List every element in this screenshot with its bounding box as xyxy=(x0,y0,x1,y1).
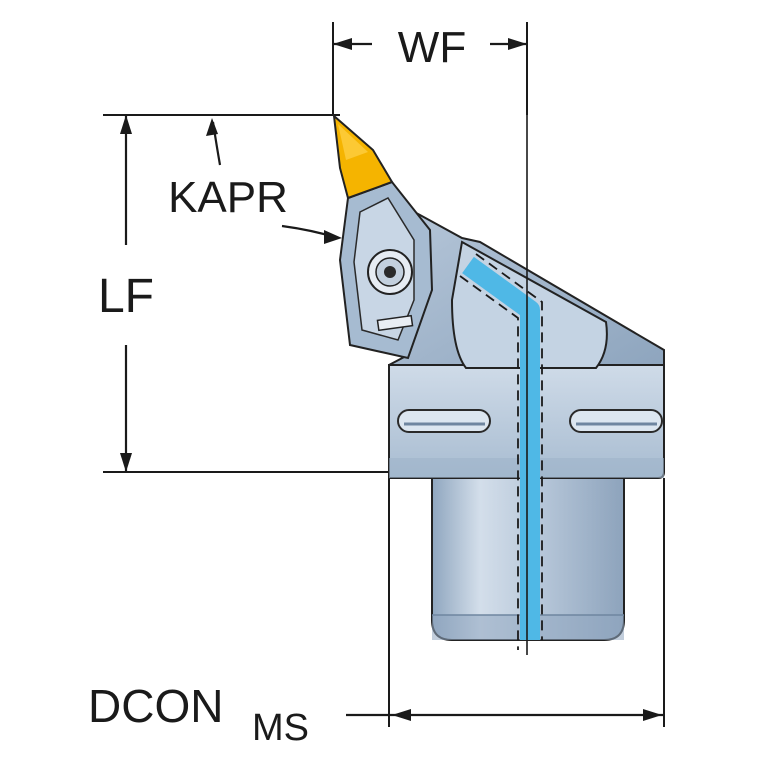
dcon-label: DCON xyxy=(88,680,223,732)
lf-dimension: LF xyxy=(98,115,154,472)
wf-label: WF xyxy=(398,23,466,72)
cutting-insert xyxy=(332,113,394,200)
extension-lines xyxy=(103,22,665,727)
kapr-label: KAPR xyxy=(168,173,288,222)
wf-dimension: WF xyxy=(333,23,527,72)
slot-right xyxy=(569,409,663,433)
clamp-screw-icon xyxy=(367,249,413,295)
slot-left xyxy=(397,409,491,433)
dcon-subscript: MS xyxy=(252,707,309,749)
dcon-dimension: DCON MS xyxy=(88,680,664,749)
coolant-channel xyxy=(459,253,543,650)
kapr-annotation: KAPR xyxy=(168,118,342,244)
lf-label: LF xyxy=(98,270,154,323)
